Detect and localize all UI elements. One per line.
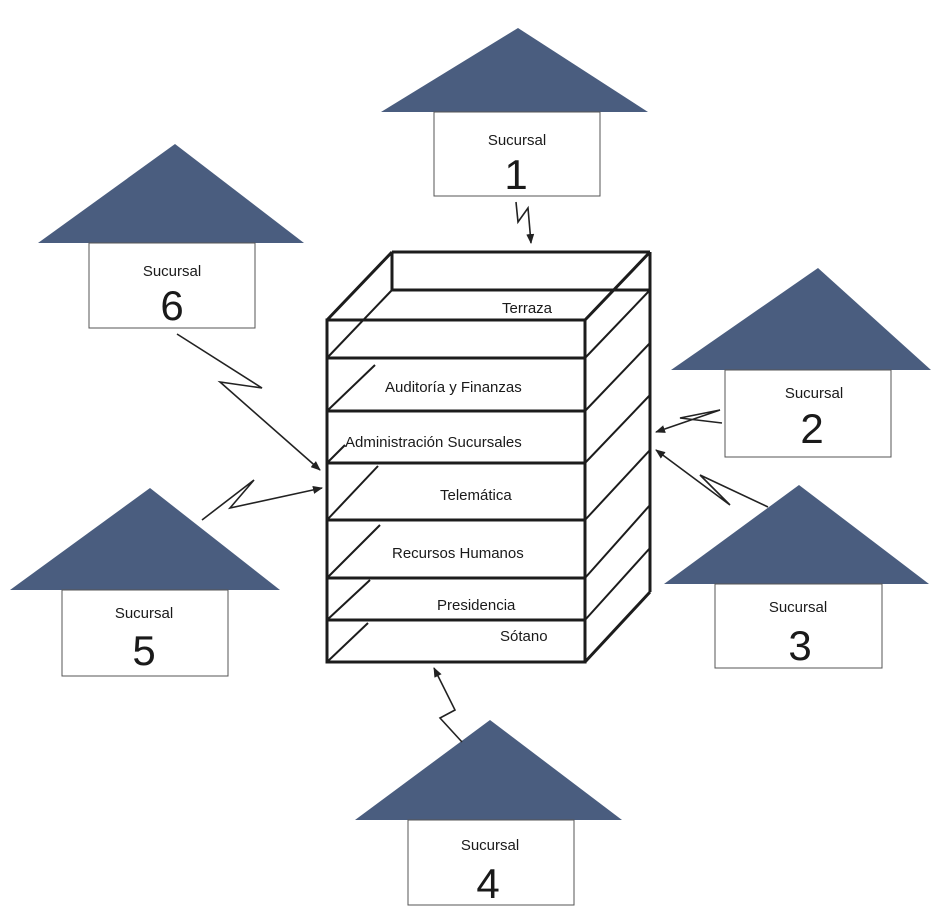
branch-number: 6	[160, 282, 183, 329]
branch-label: Sucursal	[143, 263, 201, 280]
central-building	[325, 250, 652, 664]
side-diagonal	[584, 394, 651, 464]
floor-diagonal	[326, 465, 379, 521]
branch-label: Sucursal	[488, 132, 546, 149]
side-diagonal	[584, 547, 651, 621]
branch-roof	[10, 488, 280, 590]
branch-roof	[664, 485, 929, 584]
branch-label: Sucursal	[461, 837, 519, 854]
building-bottom-right-edge	[583, 590, 652, 664]
side-diagonal	[584, 342, 651, 412]
branch-label: Sucursal	[785, 385, 843, 402]
floor-diagonal	[326, 579, 371, 621]
floor-label-administracion: Administración Sucursales	[345, 434, 522, 451]
floor-label-sotano: Sótano	[500, 628, 548, 645]
branch-label: Sucursal	[769, 599, 827, 616]
branch-number: 2	[800, 405, 823, 452]
link-branch-2	[655, 409, 723, 433]
floor-labels: Terraza Auditoría y Finanzas Administrac…	[345, 300, 553, 645]
link-branch-6	[176, 333, 321, 471]
building-top-right-edge	[583, 250, 652, 322]
branch-box	[724, 369, 892, 458]
branch-roof	[355, 720, 622, 820]
floor-label-recursos-humanos: Recursos Humanos	[392, 545, 524, 562]
floor-diagonal	[326, 444, 346, 464]
floor-diagonal	[326, 622, 369, 663]
branch-roof	[671, 268, 931, 370]
floor-label-auditoria: Auditoría y Finanzas	[385, 379, 522, 396]
network-links	[176, 201, 769, 743]
floor-diagonal	[326, 524, 381, 579]
branch-5: Sucursal 5	[10, 488, 280, 677]
branch-roof	[38, 144, 304, 243]
branch-box	[88, 242, 256, 329]
building-top-left-edge	[325, 250, 394, 322]
branch-box	[407, 819, 575, 906]
branch-1: Sucursal 1	[381, 28, 648, 198]
branch-number: 1	[504, 151, 527, 198]
side-diagonal	[584, 504, 651, 579]
floor-label-presidencia: Presidencia	[437, 597, 516, 614]
branch-label: Sucursal	[115, 605, 173, 622]
branch-4: Sucursal 4	[355, 720, 622, 907]
link-branch-1	[515, 201, 535, 244]
floor-label-telematica: Telemática	[440, 487, 512, 504]
link-branch-4	[433, 667, 463, 743]
link-branch-5	[201, 479, 323, 521]
branch-box	[714, 583, 883, 669]
floor-label-terraza: Terraza	[502, 300, 553, 317]
building-front-face	[325, 318, 587, 664]
branch-box	[433, 111, 601, 197]
branch-roof	[381, 28, 648, 112]
branch-box	[61, 589, 229, 677]
terraza-diagonal	[326, 289, 393, 359]
floor-diagonal	[326, 364, 376, 412]
branch-number: 4	[476, 860, 499, 907]
link-branch-3	[655, 449, 769, 508]
branch-3: Sucursal 3	[664, 485, 929, 669]
branch-number: 5	[132, 627, 155, 674]
branch-2: Sucursal 2	[671, 268, 931, 458]
side-diagonal	[584, 289, 651, 359]
side-diagonal	[584, 449, 651, 521]
branch-number: 3	[788, 622, 811, 669]
branch-6: Sucursal 6	[38, 144, 304, 329]
